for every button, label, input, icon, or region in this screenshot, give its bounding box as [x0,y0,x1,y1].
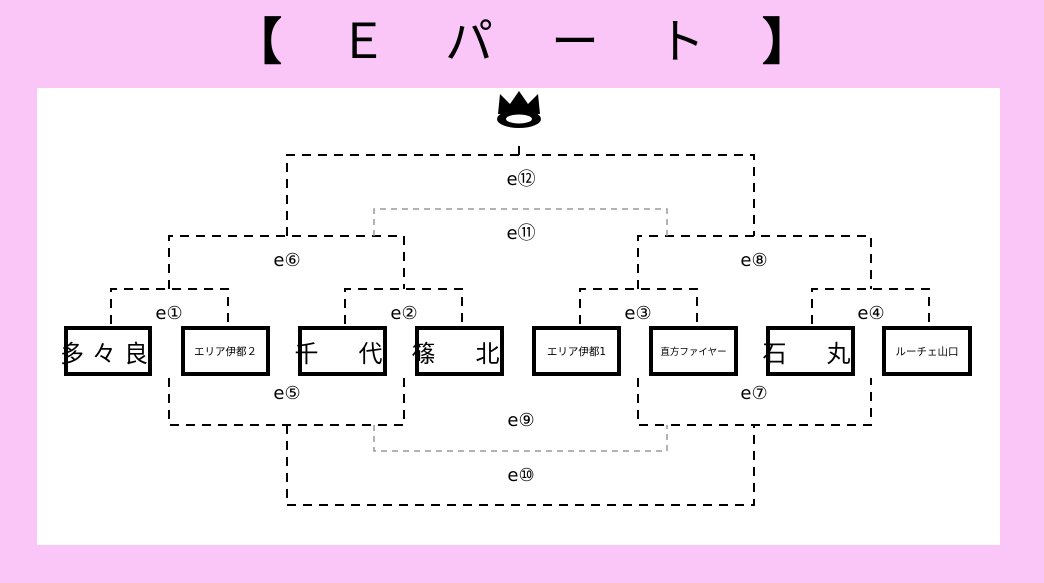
match-line-e4 [811,288,930,324]
title-char-4: ト [656,14,705,70]
team-box-7: 石 丸 [763,326,855,376]
match-label-e10: e⑩ [507,465,535,486]
bracket-panel: 多々良 エリア伊都２ 千 代 篠 北 エリア伊都1 直方ファイヤー 石 丸 ルー… [37,88,1000,545]
match-label-e2: e② [390,303,418,324]
match-label-e9: e⑨ [507,410,535,431]
bracket-lines [110,91,930,506]
match-line-e10 [286,425,755,506]
match-label-e8: e⑧ [740,250,768,271]
match-line-e2 [344,288,463,324]
match-label-e11: e⑪ [506,223,536,244]
team-box-1: 多々良 [60,326,152,376]
match-label-e6: e⑥ [273,250,301,271]
title-open-bracket: 【 [232,13,282,71]
match-line-e8 [637,235,872,289]
team-box-4: 篠 北 [412,326,504,376]
match-line-e9 [373,425,668,452]
team-box-2: エリア伊都２ [181,326,270,376]
match-line-e1 [110,288,229,324]
match-line-e12 [286,146,755,236]
title-char-1: Ｅ [338,14,387,70]
match-label-e3: e③ [624,303,652,324]
match-line-e3 [579,288,698,324]
team-box-8: ルーチェ山口 [882,326,972,376]
match-label-e7: e⑦ [740,383,768,404]
team-box-3: 千 代 [295,326,387,376]
match-label-e4: e④ [857,303,885,324]
title-char-3: ー [550,14,599,70]
match-label-e5: e⑤ [273,383,301,404]
team-box-5: エリア伊都1 [532,326,621,376]
page-title: 【 Ｅ パ ー ト 】 [0,2,1044,82]
title-close-bracket: 】 [762,13,812,71]
title-char-2: パ [444,14,493,70]
match-line-e11 [373,208,668,236]
match-label-e12: e⑫ [506,169,536,190]
match-label-e1: e① [155,303,183,324]
team-box-6: 直方ファイヤー [649,326,738,376]
crown-icon [497,91,541,128]
